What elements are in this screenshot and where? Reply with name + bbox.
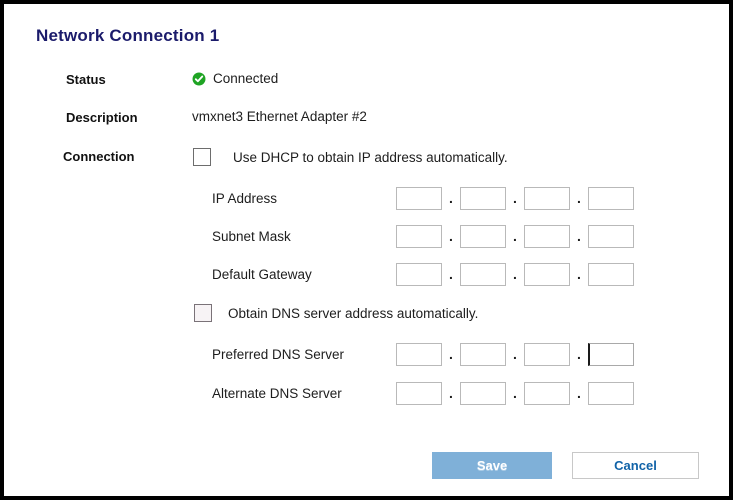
- default-gateway-octet-3[interactable]: [524, 262, 570, 286]
- subnet-mask-octet-3[interactable]: [524, 224, 570, 248]
- alternate-dns-octet-4[interactable]: [588, 381, 634, 405]
- dhcp-checkbox[interactable]: [193, 148, 211, 166]
- alternate-dns-separator-1: .: [449, 384, 453, 401]
- description-value: vmxnet3 Ethernet Adapter #2: [192, 109, 367, 124]
- default-gateway-octet-1[interactable]: [396, 262, 442, 286]
- ip-address-label: IP Address: [212, 190, 278, 206]
- preferred-dns-row: Preferred DNS Server . . .: [212, 342, 634, 366]
- default-gateway-row: Default Gateway . . .: [212, 262, 634, 286]
- preferred-dns-octet-2[interactable]: [460, 342, 506, 366]
- alternate-dns-separator-2: .: [513, 384, 517, 401]
- page-title: Network Connection 1: [36, 26, 220, 45]
- subnet-mask-row: Subnet Mask . . .: [212, 224, 634, 248]
- alternate-dns-separator-3: .: [577, 384, 581, 401]
- ip-address-octet-1[interactable]: [396, 186, 442, 210]
- save-button[interactable]: Save: [432, 452, 552, 479]
- dialog-button-bar: Save Cancel: [4, 452, 729, 482]
- subnet-mask-separator-2: .: [513, 227, 517, 244]
- ip-address-separator-2: .: [513, 189, 517, 206]
- dns-auto-checkbox-row[interactable]: Obtain DNS server address automatically.: [194, 304, 478, 322]
- preferred-dns-separator-3: .: [577, 345, 581, 362]
- alternate-dns-label: Alternate DNS Server: [212, 385, 342, 401]
- ip-address-row: IP Address . . .: [212, 186, 634, 210]
- dialog-body: Network Connection 1 Status Connected De…: [4, 4, 729, 496]
- default-gateway-octet-2[interactable]: [460, 262, 506, 286]
- preferred-dns-octet-1[interactable]: [396, 342, 442, 366]
- subnet-mask-label: Subnet Mask: [212, 228, 291, 244]
- alternate-dns-octet-1[interactable]: [396, 381, 442, 405]
- connection-label: Connection: [63, 149, 135, 164]
- alternate-dns-octet-2[interactable]: [460, 381, 506, 405]
- subnet-mask-separator-1: .: [449, 227, 453, 244]
- ip-address-separator-3: .: [577, 189, 581, 206]
- default-gateway-separator-1: .: [449, 265, 453, 282]
- ip-address-octet-4[interactable]: [588, 186, 634, 210]
- subnet-mask-octets: . . .: [396, 224, 634, 248]
- ip-address-octets: . . .: [396, 186, 634, 210]
- preferred-dns-octet-3[interactable]: [524, 342, 570, 366]
- dns-auto-checkbox-label: Obtain DNS server address automatically.: [228, 305, 479, 321]
- check-circle-icon: [192, 72, 206, 85]
- description-label: Description: [66, 110, 138, 125]
- subnet-mask-octet-4[interactable]: [588, 224, 634, 248]
- preferred-dns-separator-2: .: [513, 345, 517, 362]
- subnet-mask-octet-1[interactable]: [396, 224, 442, 248]
- dns-auto-checkbox[interactable]: [194, 304, 212, 322]
- default-gateway-separator-3: .: [577, 265, 581, 282]
- subnet-mask-separator-3: .: [577, 227, 581, 244]
- status-value: Connected: [192, 71, 278, 86]
- default-gateway-octets: . . .: [396, 262, 634, 286]
- preferred-dns-octets: . . .: [396, 342, 634, 366]
- ip-address-octet-2[interactable]: [460, 186, 506, 210]
- alternate-dns-octet-3[interactable]: [524, 381, 570, 405]
- preferred-dns-separator-1: .: [449, 345, 453, 362]
- preferred-dns-label: Preferred DNS Server: [212, 346, 345, 362]
- preferred-dns-octet-4[interactable]: [588, 342, 634, 366]
- default-gateway-label: Default Gateway: [212, 266, 312, 282]
- default-gateway-separator-2: .: [513, 265, 517, 282]
- default-gateway-octet-4[interactable]: [588, 262, 634, 286]
- cancel-button[interactable]: Cancel: [572, 452, 699, 479]
- ip-address-separator-1: .: [449, 189, 453, 206]
- alternate-dns-row: Alternate DNS Server . . .: [212, 381, 634, 405]
- status-text: Connected: [213, 71, 279, 86]
- dhcp-checkbox-label: Use DHCP to obtain IP address automatica…: [233, 149, 508, 165]
- status-label: Status: [66, 72, 106, 87]
- alternate-dns-octets: . . .: [396, 381, 634, 405]
- ip-address-octet-3[interactable]: [524, 186, 570, 210]
- subnet-mask-octet-2[interactable]: [460, 224, 506, 248]
- dhcp-checkbox-row[interactable]: Use DHCP to obtain IP address automatica…: [193, 148, 508, 166]
